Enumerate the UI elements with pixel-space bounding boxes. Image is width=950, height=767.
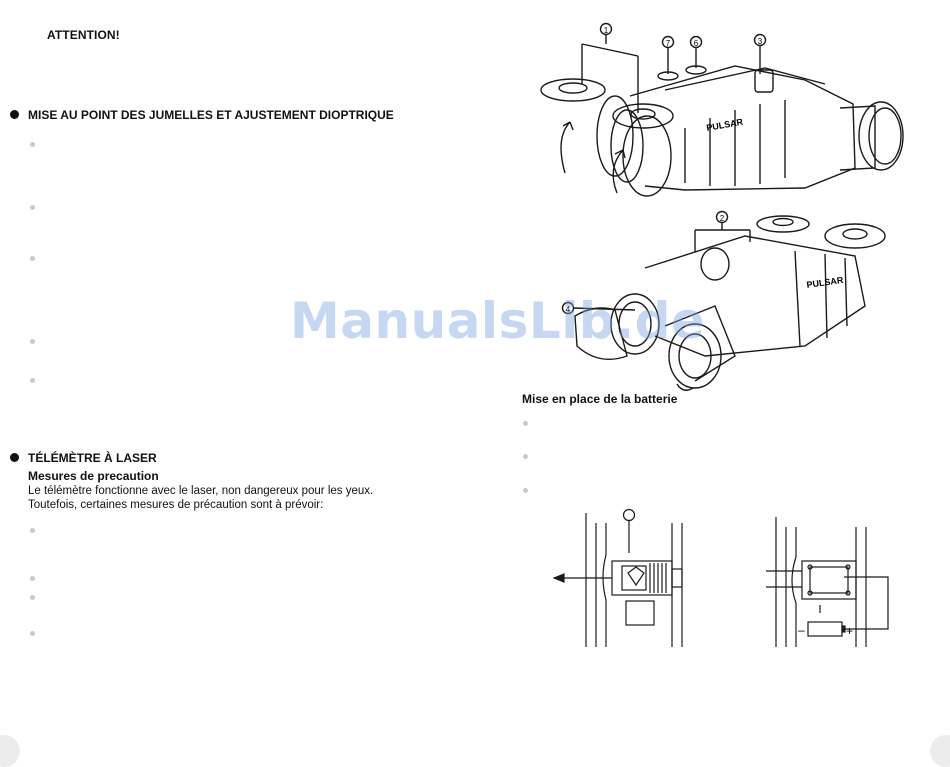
- page-corner-mark: [930, 735, 950, 767]
- brand-logo-top: PULSAR: [706, 117, 745, 133]
- list-bullet: [30, 142, 35, 147]
- section-title-laser: TÉLÉMÈTRE À LASER: [28, 451, 157, 465]
- list-bullet: [523, 421, 528, 426]
- section-title-battery: Mise en place de la batterie: [522, 392, 678, 406]
- binocular-figure-middle: 2 4 PULSAR: [561, 210, 886, 391]
- list-bullet: [30, 256, 35, 261]
- section-bullet: [10, 453, 19, 462]
- battery-minus-sign: –: [798, 623, 805, 637]
- subtitle-precautions: Mesures de precaution: [28, 469, 159, 483]
- list-bullet: [523, 454, 528, 459]
- battery-plus-sign: +: [846, 624, 853, 638]
- list-bullet: [523, 488, 528, 493]
- list-bullet: [30, 631, 35, 636]
- callout-1: 1: [604, 26, 609, 35]
- page-corner-mark: [0, 735, 20, 767]
- list-bullet: [30, 205, 35, 210]
- callout-3: 3: [758, 37, 763, 46]
- binocular-figure-top: 1 7 6 3 PULSAR: [540, 22, 904, 197]
- attention-heading: ATTENTION!: [47, 28, 120, 42]
- list-bullet: [30, 378, 35, 383]
- list-bullet: [30, 339, 35, 344]
- list-bullet: [30, 528, 35, 533]
- battery-compartment-figure: – +: [552, 508, 889, 647]
- laser-paragraph-line2: Toutefois, certaines mesures de précauti…: [28, 499, 324, 511]
- laser-paragraph-line1: Le télémètre fonctionne avec le laser, n…: [28, 485, 374, 497]
- callout-7: 7: [666, 39, 671, 48]
- callout-4: 4: [566, 305, 571, 314]
- list-bullet: [30, 595, 35, 600]
- callout-2: 2: [720, 214, 725, 223]
- callout-6: 6: [694, 39, 699, 48]
- watermark: ManualsLib.de: [290, 292, 706, 350]
- list-bullet: [30, 576, 35, 581]
- section-bullet: [10, 110, 19, 119]
- section-title-focus: MISE AU POINT DES JUMELLES ET AJUSTEMENT…: [28, 108, 394, 122]
